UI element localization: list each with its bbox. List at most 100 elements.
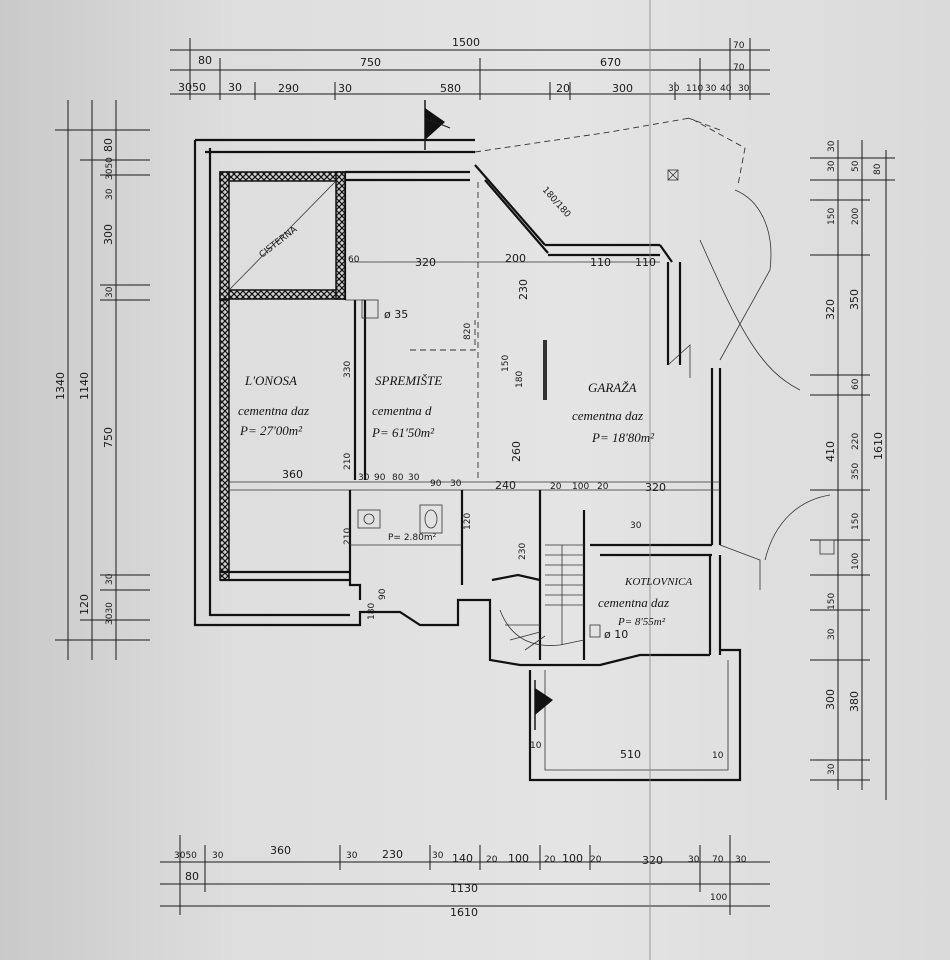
dim-left-detail-9: 3030 [105,602,115,625]
room-garaza-area: P= 18'80m² [591,430,655,445]
int-dim-33: 90 [378,588,388,600]
int-dim-28: 10 [530,741,542,751]
section-marker-bottom [534,680,553,730]
dim-left-detail-6: 750 [102,427,115,448]
dim-bottom-detail-12: 20 [590,855,602,865]
int-dim-31: 180/180 [540,185,573,220]
left-dimension-chains: 1340 1140 80 3050 30 300 30 750 30 120 3… [54,100,150,660]
dim-left-detail-5: 30 [105,286,115,298]
dim-top-detail-6: 20 [556,82,570,95]
dim-top-detail-10: 30 [705,84,717,94]
int-dim-24: 30 [450,479,462,489]
dim-top-total: 1500 [452,36,480,49]
room-kotlovnica-name: KOTLOVNICA [624,576,693,588]
dim-bottom-sub-3: 100 [710,893,727,903]
int-dim-32: 820 [463,323,473,340]
dim-right-detail-6: 200 [851,208,861,225]
dim-top-detail-5: 580 [440,82,461,95]
dim-right-detail-4: 80 [873,163,883,175]
dim-bottom-total: 1610 [450,906,478,919]
column-bottom-label: ø 10 [604,628,628,641]
dim-top-sub-5: 70 [733,63,745,73]
int-dim-34: 180 [367,603,377,620]
room-spremiste-area: P= 61'50m² [371,425,435,440]
dim-top-detail-7: 300 [612,82,633,95]
room-lonosa: L'ONOSA cementna daz P= 27'00m² [238,373,309,438]
dim-right-detail-18: 380 [848,691,861,712]
dim-bottom-detail-7: 140 [452,852,473,865]
dim-right-detail-7: 320 [824,299,837,320]
dim-bottom-sub-2: 1130 [450,882,478,895]
dim-right-detail-12: 350 [851,463,861,480]
dim-right-detail-16: 30 [827,628,837,640]
room-spremiste: SPREMIŠTE cementna d P= 61'50m² [371,373,442,440]
dim-bottom-sub-1: 80 [185,870,199,883]
int-dim-6: 230 [517,279,530,300]
room-garaza-name: GARAŽA [588,380,636,395]
dim-top-sub-4: 70 [733,41,745,51]
room-wc-area: P= 2.80m² [388,533,437,543]
dim-top-detail-1: 3050 [178,81,206,94]
dim-right-detail-2: 30 [827,160,837,172]
room-lonosa-area: P= 27'00m² [239,423,303,438]
int-dim-1: 60 [348,255,360,265]
dim-right-detail-5: 150 [827,208,837,225]
int-dim-29: 10 [712,751,724,761]
column-bottom: ø 10 [589,624,628,641]
bottom-dimension-chains: 3050 30 360 30 230 30 140 20 100 20 100 … [160,835,770,919]
column-top-label: ø 35 [384,308,408,321]
dim-right-detail-14: 100 [851,553,861,570]
dim-bottom-detail-14: 30 [688,855,700,865]
dim-right-total: 1610 [872,432,885,460]
int-dim-16: 100 [572,482,589,492]
dim-right-detail-11: 220 [851,433,861,450]
room-lonosa-floor: cementna daz [238,403,309,418]
interior-dimensions: 60 320 200 110 110 230 150 180 260 330 2… [282,185,724,761]
int-dim-21: 80 [392,473,404,483]
room-wc: P= 2.80m² [357,504,443,543]
dim-right-detail-3: 50 [851,160,861,172]
room-kotlovnica-floor: cementna daz [598,595,669,610]
dim-top-sub-1: 80 [198,54,212,67]
dim-bottom-detail-6: 30 [432,851,444,861]
section-marker-top [424,100,451,150]
room-kotlovnica-area: P= 8'55m² [617,616,666,628]
staircase [499,544,585,651]
int-dim-8: 180 [515,371,525,388]
int-dim-18: 320 [645,481,666,494]
dim-right-detail-9: 60 [851,378,861,390]
dim-right-detail-13: 150 [851,513,861,530]
dim-right-detail-19: 30 [827,763,837,775]
int-dim-9: 260 [510,441,523,462]
dim-left-detail-2: 3050 [105,157,115,180]
dim-bottom-detail-16: 30 [735,855,747,865]
dim-left-detail-3: 30 [105,188,115,200]
dim-top-sub-2: 750 [360,56,381,69]
int-dim-10: 330 [343,361,353,378]
dim-top-detail-12: 30 [738,84,750,94]
dim-bottom-detail-5: 230 [382,848,403,861]
dim-right-detail-8: 350 [848,289,861,310]
dim-left-detail-1: 80 [102,138,115,152]
int-dim-20: 90 [374,473,386,483]
dim-bottom-detail-4: 30 [346,851,358,861]
dim-bottom-detail-3: 360 [270,844,291,857]
int-dim-19: 30 [358,473,370,483]
int-dim-5: 110 [635,256,656,269]
right-dimension-chains: 30 30 50 80 150 200 320 350 60 410 220 3… [810,140,895,800]
dim-bottom-detail-13: 320 [642,854,663,867]
dim-left-detail-8: 120 [78,594,91,615]
room-lonosa-name: L'ONOSA [244,373,297,388]
int-dim-27: 510 [620,748,641,761]
room-garaza-floor: cementna daz [572,408,643,423]
dim-left-inner: 1140 [78,372,91,400]
room-spremiste-floor: cementna d [372,403,432,418]
dim-top-detail-4: 30 [338,82,352,95]
dim-bottom-detail-11: 100 [562,852,583,865]
room-garaza: GARAŽA cementna daz P= 18'80m² [572,380,655,445]
int-dim-4: 110 [590,256,611,269]
dim-right-detail-15: 150 [827,593,837,610]
dim-left-detail-4: 300 [102,224,115,245]
int-dim-22: 30 [408,473,420,483]
